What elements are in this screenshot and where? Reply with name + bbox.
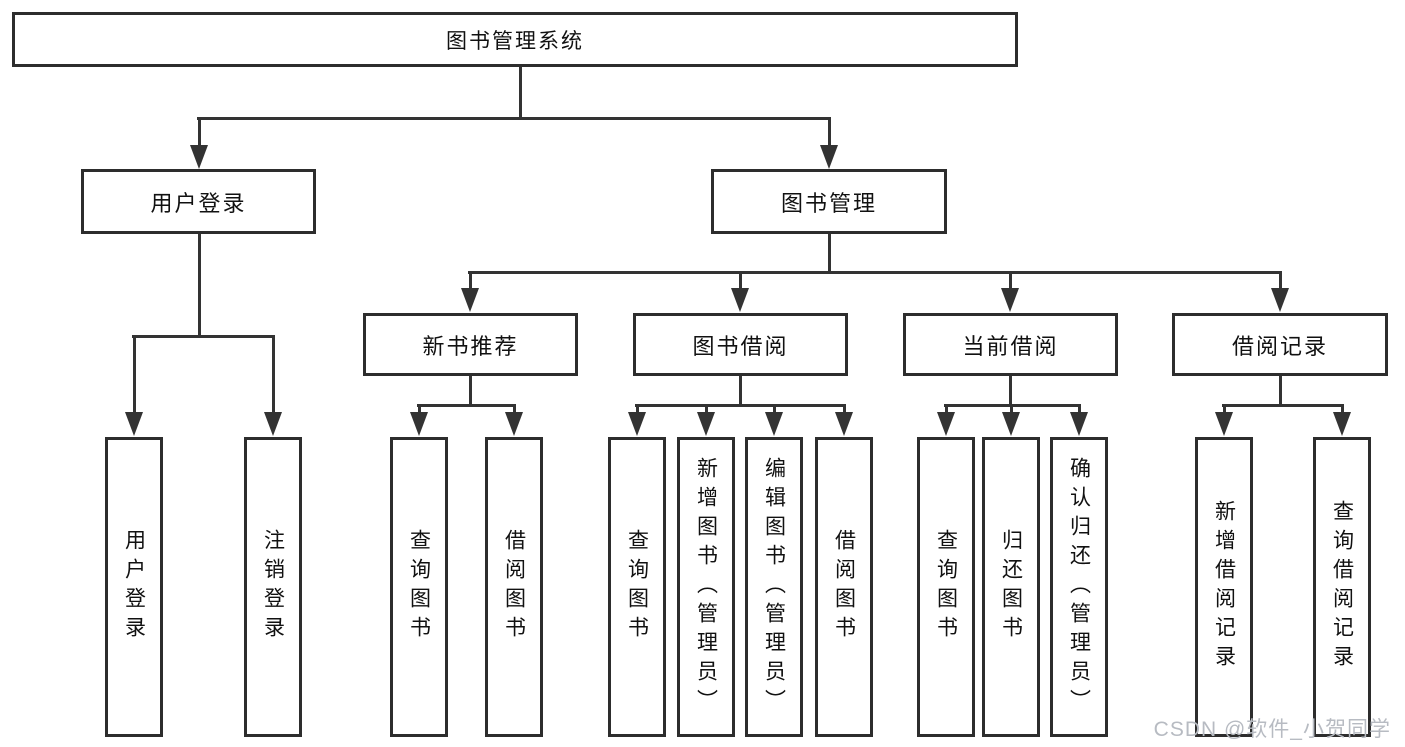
node-user-login: 用户登录 xyxy=(81,169,316,234)
arrow-down xyxy=(1001,288,1019,312)
connector-line xyxy=(1279,271,1282,292)
connector-line xyxy=(843,404,846,416)
connector-line xyxy=(1222,404,1344,407)
connector-line xyxy=(418,404,421,416)
arrow-down xyxy=(1215,412,1233,436)
leaf-borrow-book-1-label: 借阅图书 xyxy=(502,529,526,645)
node-borrow-record: 借阅记录 xyxy=(1172,313,1388,376)
arrow-down xyxy=(628,412,646,436)
connector-line xyxy=(132,335,275,338)
arrow-down xyxy=(264,412,282,436)
connector-line xyxy=(272,335,275,415)
connector-line xyxy=(469,271,472,292)
leaf-query-book-1-label: 查询图书 xyxy=(407,529,431,645)
arrow-down xyxy=(505,412,523,436)
arrow-down xyxy=(765,412,783,436)
arrow-down xyxy=(125,412,143,436)
arrow-down xyxy=(190,145,208,169)
connector-line xyxy=(635,404,846,407)
connector-line xyxy=(739,271,742,292)
connector-line xyxy=(636,404,639,416)
leaf-user-login: 用户登录 xyxy=(105,437,163,737)
connector-line xyxy=(513,404,516,416)
leaf-query-book-2: 查询图书 xyxy=(608,437,666,737)
node-book-management-label: 图书管理 xyxy=(780,190,877,216)
connector-line xyxy=(197,117,831,120)
arrow-down xyxy=(1002,412,1020,436)
connector-line xyxy=(519,67,522,118)
node-new-book-recommend-label: 新书推荐 xyxy=(422,333,519,359)
connector-line xyxy=(198,234,201,336)
connector-line xyxy=(739,376,742,405)
connector-line xyxy=(468,271,1282,274)
connector-line xyxy=(469,376,472,405)
leaf-user-login-label: 用户登录 xyxy=(122,529,146,645)
csdn-watermark: CSDN @软件_小贺同学 xyxy=(1153,718,1391,741)
leaf-query-borrow-record-label: 查询借阅记录 xyxy=(1330,500,1354,674)
node-book-borrow-label: 图书借阅 xyxy=(692,333,789,359)
arrow-down xyxy=(697,412,715,436)
connector-line xyxy=(1009,271,1012,292)
arrow-down xyxy=(1333,412,1351,436)
connector-line xyxy=(198,118,201,149)
leaf-add-book-admin: 新增图书（管理员） xyxy=(677,437,735,737)
arrow-down xyxy=(461,288,479,312)
leaf-query-book-3-label: 查询图书 xyxy=(934,529,958,645)
node-borrow-record-label: 借阅记录 xyxy=(1231,333,1328,359)
leaf-query-book-2-label: 查询图书 xyxy=(625,529,649,645)
leaf-add-borrow-record: 新增借阅记录 xyxy=(1195,437,1253,737)
connector-line xyxy=(1279,376,1282,405)
node-root-label: 图书管理系统 xyxy=(446,29,584,53)
connector-line xyxy=(828,118,831,149)
connector-line xyxy=(705,404,708,416)
leaf-query-book-1: 查询图书 xyxy=(390,437,448,737)
node-current-borrow: 当前借阅 xyxy=(903,313,1118,376)
arrow-down xyxy=(937,412,955,436)
arrow-down xyxy=(835,412,853,436)
node-book-management: 图书管理 xyxy=(711,169,947,234)
connector-line xyxy=(1009,376,1012,405)
arrow-down xyxy=(820,145,838,169)
arrow-down xyxy=(731,288,749,312)
connector-line xyxy=(1078,404,1081,416)
leaf-query-borrow-record: 查询借阅记录 xyxy=(1313,437,1371,737)
node-root-system: 图书管理系统 xyxy=(12,12,1018,67)
connector-line xyxy=(133,335,136,415)
node-book-borrow: 图书借阅 xyxy=(633,313,848,376)
leaf-borrow-book-2: 借阅图书 xyxy=(815,437,873,737)
arrow-down xyxy=(1271,288,1289,312)
arrow-down xyxy=(410,412,428,436)
leaf-query-book-3: 查询图书 xyxy=(917,437,975,737)
node-current-borrow-label: 当前借阅 xyxy=(962,333,1059,359)
connector-line xyxy=(417,404,516,407)
node-new-book-recommend: 新书推荐 xyxy=(363,313,578,376)
leaf-borrow-book-2-label: 借阅图书 xyxy=(832,529,856,645)
leaf-edit-book-admin: 编辑图书（管理员） xyxy=(745,437,803,737)
leaf-edit-book-admin-label: 编辑图书（管理员） xyxy=(762,456,786,718)
connector-line xyxy=(1341,404,1344,416)
arrow-down xyxy=(1070,412,1088,436)
leaf-return-book: 归还图书 xyxy=(982,437,1040,737)
leaf-add-borrow-record-label: 新增借阅记录 xyxy=(1212,500,1236,674)
node-user-login-label: 用户登录 xyxy=(150,190,247,216)
leaf-confirm-return-admin-label: 确认归还（管理员） xyxy=(1067,456,1091,718)
leaf-borrow-book-1: 借阅图书 xyxy=(485,437,543,737)
leaf-logout-label: 注销登录 xyxy=(261,529,285,645)
leaf-confirm-return-admin: 确认归还（管理员） xyxy=(1050,437,1108,737)
leaf-logout: 注销登录 xyxy=(244,437,302,737)
leaf-add-book-admin-label: 新增图书（管理员） xyxy=(694,456,718,718)
connector-line xyxy=(1223,404,1226,416)
connector-line xyxy=(773,404,776,416)
connector-line xyxy=(1010,404,1013,416)
connector-line xyxy=(945,404,948,416)
connector-line xyxy=(828,234,831,272)
leaf-return-book-label: 归还图书 xyxy=(999,529,1023,645)
